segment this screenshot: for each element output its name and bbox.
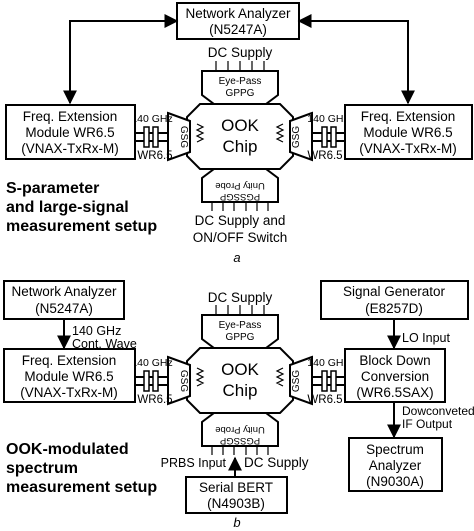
setup-label-a-line3: measurement setup: [6, 218, 157, 235]
panel-b: Network Analyzer (N5247A) 140 GHz Cont. …: [3, 280, 474, 530]
left-module-line3-b: (VNAX-TxRx-M): [20, 385, 118, 400]
left-module-line1-b: Freq. Extension: [22, 353, 117, 368]
gppg-label-b: GPPG: [226, 332, 255, 343]
gsg-label-left-a: GSG: [178, 126, 189, 148]
waveguide-left-a: [135, 126, 168, 148]
eye-pass-label-a: Eye-Pass: [219, 76, 262, 87]
serial-bert-title-b: Serial BERT: [199, 480, 273, 495]
setup-label-b-line2: spectrum: [6, 460, 78, 477]
chip-label-ook-b: OOK: [221, 360, 259, 379]
left-module-line3-a: (VNAX-TxRx-M): [21, 141, 119, 156]
freq-extension-module-right-a: Freq. Extension Module WR6.5 (VNAX-TxRx-…: [344, 104, 473, 160]
right-module-line2-a: Module WR6.5: [363, 125, 452, 140]
dc-supply-bottom-b: DC Supply: [244, 455, 309, 470]
gsg-probe-left-a: GSG: [167, 111, 191, 162]
network-analyzer-model-a: (N5247A): [209, 22, 267, 37]
spectrum-analyzer-line3-b: (N9030A): [366, 474, 424, 489]
spectrum-analyzer-line2-b: Analyzer: [369, 458, 422, 473]
signal-generator-title-b: Signal Generator: [343, 284, 446, 299]
freq-label-right-a: 140 GHz: [307, 113, 348, 125]
block-down-line3-b: (WR6.5SAX): [356, 385, 433, 400]
link-analyzer-left-module-a: [63, 14, 179, 105]
network-analyzer-title-b: Network Analyzer: [11, 284, 117, 299]
chip-label-chip-b: Chip: [223, 381, 258, 400]
ook-chip-b: OOK Chip: [186, 347, 294, 414]
setup-label-a-line2: and large-signal: [6, 199, 129, 216]
right-module-line3-a: (VNAX-TxRx-M): [359, 141, 457, 156]
waveguide-label-left-a: WR6.5: [137, 150, 172, 162]
block-down-line2-b: Conversion: [361, 369, 429, 384]
gsg-probe-left-b: GSG: [167, 355, 191, 406]
serial-bert-box-b: Serial BERT (N4903B): [185, 476, 288, 514]
gsg-label-right-a: GSG: [291, 126, 302, 148]
serial-bert-model-b: (N4903B): [207, 496, 265, 511]
block-down-conversion-box-b: Block Down Conversion (WR6.5SAX): [344, 348, 446, 403]
prbs-input-label-b: PRBS Input: [161, 456, 227, 470]
left-module-line1-a: Freq. Extension: [23, 109, 118, 124]
spectrum-analyzer-box-b: Spectrum Analyzer (N9030A): [348, 437, 443, 492]
setup-label-a-line1: S-parameter: [6, 180, 99, 197]
resistor-right-b: [275, 367, 285, 387]
chip-label-ook-a: OOK: [221, 116, 259, 135]
resistor-right-a: [275, 123, 285, 143]
unity-probe-a: Unity Probe PGSSGP: [201, 168, 279, 211]
network-analyzer-box-a: Network Analyzer (N5247A): [176, 2, 300, 40]
dc-switch-line1-a: DC Supply and: [195, 213, 286, 228]
freq-extension-module-left-b: Freq. Extension Module WR6.5 (VNAX-TxRx-…: [3, 348, 136, 403]
network-analyzer-model-b: (N5247A): [35, 301, 93, 316]
waveguide-right-b: [312, 370, 345, 392]
resistor-left-a: [195, 123, 205, 143]
left-module-line2-b: Module WR6.5: [24, 369, 113, 384]
gppg-label-a: GPPG: [226, 88, 255, 99]
gsg-probe-right-b: GSG: [289, 355, 313, 406]
unity-probe-label-a: Unity Probe: [215, 180, 265, 191]
pgssgp-label-b: PGSSGP: [220, 435, 260, 446]
eye-pass-label-b: Eye-Pass: [219, 320, 262, 331]
right-module-line1-a: Freq. Extension: [361, 109, 456, 124]
resistor-left-b: [195, 367, 205, 387]
panel-a: Network Analyzer (N5247A) DC Supply Eye-…: [5, 2, 473, 265]
gsg-label-left-b: GSG: [178, 370, 189, 392]
link-analyzer-right-module-a: [297, 14, 415, 105]
caption-a: a: [233, 250, 240, 265]
unity-probe-b: Unity Probe PGSSGP: [201, 412, 279, 455]
caption-b: b: [233, 515, 240, 530]
spectrum-analyzer-line1-b: Spectrum: [366, 442, 424, 457]
gsg-label-right-b: GSG: [291, 370, 302, 392]
block-down-line1-b: Block Down: [359, 353, 430, 368]
chip-label-chip-a: Chip: [223, 137, 258, 156]
freq-extension-module-left-a: Freq. Extension Module WR6.5 (VNAX-TxRx-…: [5, 104, 136, 160]
pgssgp-label-a: PGSSGP: [220, 191, 260, 202]
downconverted-line1-b: Dowconveted: [402, 404, 474, 418]
waveguide-left-b: [135, 370, 168, 392]
downconverted-line2-b: IF Output: [402, 417, 453, 431]
signal-generator-model-b: (E8257D): [365, 301, 423, 316]
waveguide-label-right-b: WR6.5: [307, 394, 342, 406]
freq-label-left-a: 140 GHz: [131, 113, 172, 125]
setup-label-b-line1: OOK-modulated: [6, 441, 129, 458]
dc-supply-label-a: DC Supply: [208, 45, 273, 60]
freq-label-right-b: 140 GHz: [307, 357, 348, 369]
waveguide-right-a: [312, 126, 345, 148]
waveguide-label-right-a: WR6.5: [307, 150, 342, 162]
lo-input-label-b: LO Input: [402, 331, 450, 345]
setup-label-b-line3: measurement setup: [6, 479, 157, 496]
cont-wave-line2-b: Cont. Wave: [72, 337, 137, 351]
unity-probe-label-b: Unity Probe: [215, 424, 265, 435]
eye-pass-probe-a: Eye-Pass GPPG: [201, 61, 279, 105]
signal-generator-box-b: Signal Generator (E8257D): [320, 280, 469, 320]
dc-switch-line2-a: ON/OFF Switch: [193, 230, 288, 245]
eye-pass-probe-b: Eye-Pass GPPG: [201, 305, 279, 349]
left-module-line2-a: Module WR6.5: [25, 125, 114, 140]
dc-supply-top-b: DC Supply: [208, 290, 273, 305]
cont-wave-line1-b: 140 GHz: [72, 324, 121, 338]
gsg-probe-right-a: GSG: [289, 111, 313, 162]
network-analyzer-title-a: Network Analyzer: [185, 6, 291, 21]
waveguide-label-left-b: WR6.5: [137, 394, 172, 406]
freq-label-left-b: 140 GHz: [131, 357, 172, 369]
ook-chip-a: OOK Chip: [186, 103, 294, 170]
network-analyzer-box-b: Network Analyzer (N5247A): [3, 280, 125, 320]
